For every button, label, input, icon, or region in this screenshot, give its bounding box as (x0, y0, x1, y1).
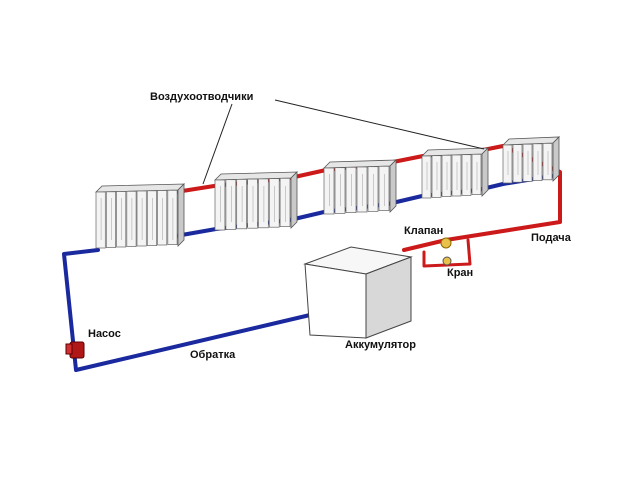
air-vents-leader-lines (202, 99, 485, 185)
radiator-section (512, 144, 523, 183)
radiator-5 (501, 136, 561, 184)
radiator-4 (421, 147, 489, 199)
radiator-section (157, 190, 168, 246)
radiator-section (126, 190, 137, 247)
radiator-section (214, 179, 226, 231)
radiator-section (431, 155, 442, 198)
radiator-section (225, 179, 237, 230)
accumulator-tank (303, 246, 413, 339)
supply-label: Подача (531, 232, 572, 244)
radiator-section (345, 166, 357, 213)
radiator-section (471, 153, 482, 195)
radiator-section (356, 166, 368, 213)
radiator-section (451, 154, 462, 197)
radiator-section (441, 154, 452, 197)
radiator-section (378, 165, 390, 211)
radiator-section (522, 143, 533, 182)
tap-icon (442, 256, 452, 266)
radiator-section (136, 190, 147, 247)
return-main-pipe (62, 248, 312, 372)
radiator-section (258, 178, 269, 229)
radiator-section (532, 143, 543, 181)
radiator-1 (95, 183, 185, 249)
radiator-section (247, 178, 258, 229)
accumulator-label: Аккумулятор (345, 339, 416, 351)
radiator-section (167, 189, 178, 245)
radiator-section (116, 191, 127, 248)
radiator-section (236, 179, 247, 230)
circulation-pump-icon (65, 341, 85, 359)
valve-label: Клапан (404, 225, 443, 237)
air-vents-label: Воздухоотводчики (150, 91, 253, 103)
return-label: Обратка (190, 349, 236, 361)
tap-label: Кран (447, 267, 473, 279)
radiator-section (421, 155, 432, 199)
radiator-section (279, 177, 291, 227)
radiator-3 (323, 159, 397, 215)
radiator-section (334, 167, 346, 214)
radiator-2 (214, 171, 298, 231)
radiator-section (268, 178, 280, 228)
radiators (95, 136, 561, 249)
radiator-section (105, 191, 116, 248)
radiator-section (323, 167, 335, 215)
radiator-section (542, 143, 553, 181)
radiator-section (146, 190, 157, 246)
pump-label: Насос (88, 328, 121, 340)
radiator-section (502, 144, 513, 184)
radiator-section (461, 154, 472, 196)
radiator-section (367, 166, 379, 212)
radiator-section (95, 191, 106, 249)
valve-icon (440, 237, 452, 249)
